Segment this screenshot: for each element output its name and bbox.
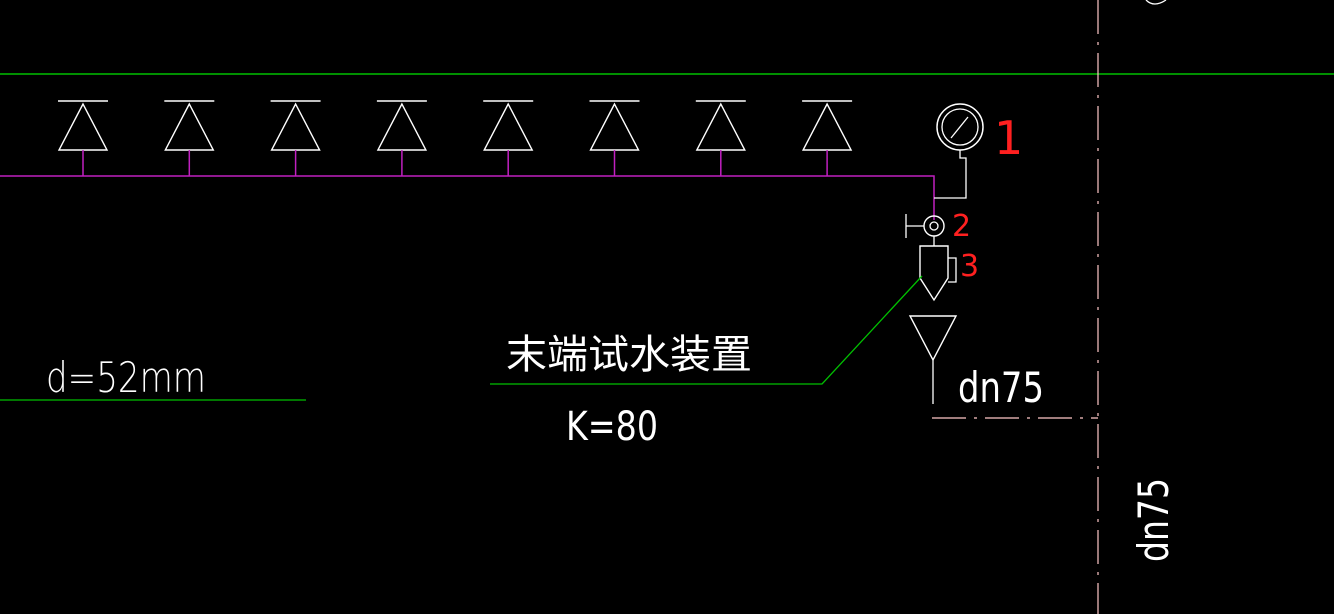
- device-name-label: 末端试水装置: [506, 332, 752, 378]
- pipe-diameter-label: d=52mm: [46, 353, 206, 402]
- sprinkler-head-icon: [57, 100, 109, 176]
- callout-3: 3: [960, 249, 979, 284]
- drain-funnel-icon: [908, 315, 958, 404]
- test-nozzle-icon: [919, 245, 957, 302]
- sprinkler-head-icon: [801, 100, 853, 176]
- sprinkler-head-icon: [483, 100, 534, 176]
- branch-pipe: [0, 175, 935, 220]
- sprinkler-heads: [57, 100, 853, 176]
- drain-size-horizontal-label: dn75: [958, 363, 1044, 412]
- callout-1: 1: [994, 111, 1023, 165]
- sprinkler-head-icon: [164, 100, 215, 176]
- sprinkler-head-icon: [695, 100, 746, 176]
- sprinkler-head-icon: [270, 100, 321, 176]
- offscreen-glyph-fragment: [1145, 0, 1167, 5]
- drain-size-vertical-label: dn75: [1129, 478, 1178, 562]
- leader-line-device: [490, 275, 923, 385]
- sprinkler-head-icon: [376, 100, 428, 176]
- sprinkler-head-icon: [589, 100, 640, 176]
- k-factor-label: K=80: [566, 404, 658, 450]
- valve-icon: [905, 214, 945, 246]
- pressure-gauge-icon: [934, 103, 984, 199]
- callout-2: 2: [952, 209, 971, 244]
